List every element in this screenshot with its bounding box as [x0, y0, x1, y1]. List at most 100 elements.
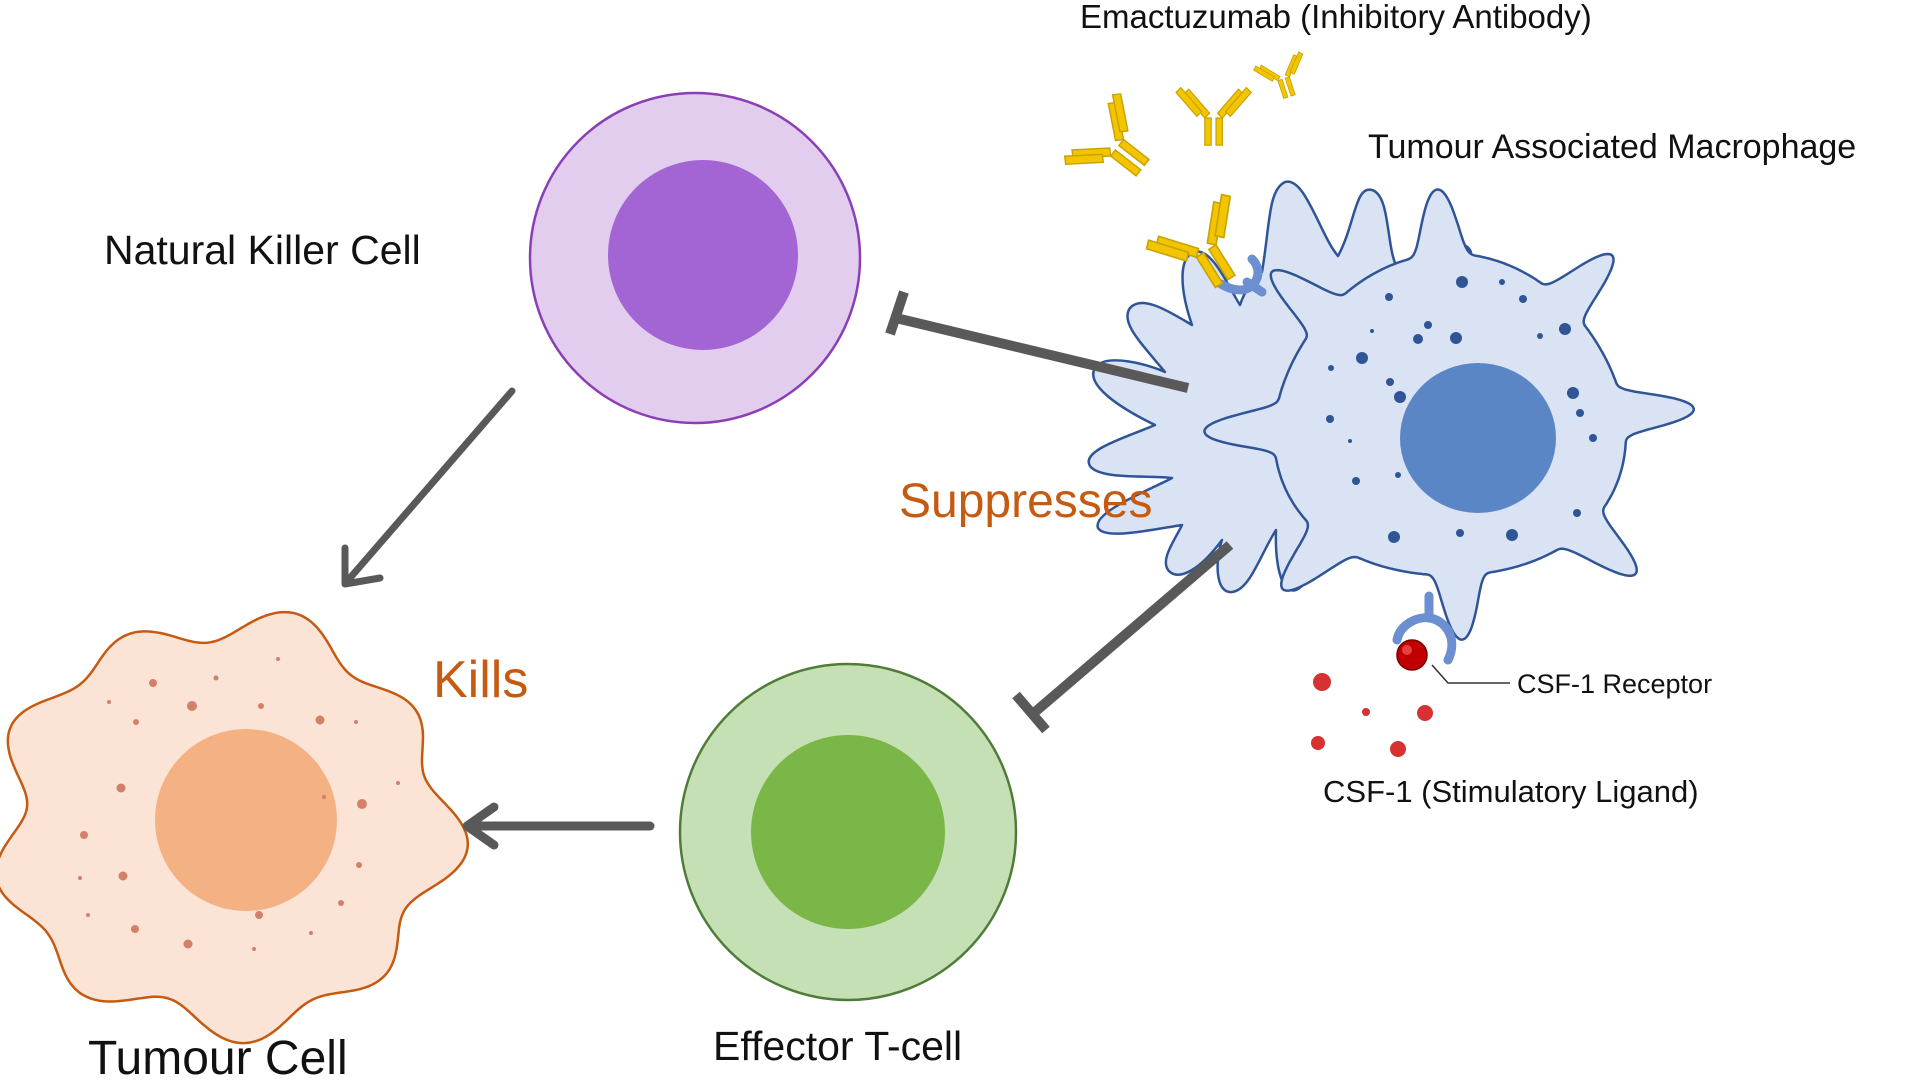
natural-killer-cell-label: Natural Killer Cell	[104, 227, 421, 273]
inhibition-arrow-to-tcell	[1012, 541, 1234, 734]
receptor-bottom-cup	[1392, 613, 1457, 665]
antibody-chain	[1253, 65, 1275, 82]
inhibit-bar-nk	[885, 290, 909, 336]
macrophage-granule	[1519, 295, 1527, 303]
tumour-granule	[276, 657, 280, 661]
csf1-receptor-bottom	[1392, 591, 1457, 665]
antibody-chain	[1109, 149, 1142, 177]
antibody-icon	[1145, 193, 1237, 289]
antibody-chain	[1206, 200, 1224, 246]
antibody-chain	[1071, 147, 1112, 159]
macrophage-granule	[1456, 529, 1464, 537]
tumour-granule	[213, 675, 219, 681]
tumour-granule	[258, 703, 264, 709]
tumour-granule	[131, 925, 139, 933]
tumour-cell-nucleus	[155, 729, 337, 911]
macrophage-granule	[1424, 321, 1432, 329]
macrophage-granule	[1356, 352, 1368, 364]
tumour-granule	[86, 913, 90, 917]
macrophage-granule	[1499, 279, 1505, 285]
macrophage-granule	[1386, 378, 1394, 386]
tumour-granule	[183, 939, 193, 949]
antibody-chain	[1063, 153, 1105, 165]
ligand-label: CSF-1 (Stimulatory Ligand)	[1323, 774, 1699, 809]
antibody-icon	[1063, 93, 1150, 177]
tumour-granule	[356, 862, 362, 868]
macrophage-granule	[1348, 439, 1352, 443]
tumour-granule	[149, 679, 157, 687]
inhibit-line-tcell	[1031, 541, 1234, 716]
inhibit-line-nk	[894, 313, 1190, 393]
tumour-granule	[118, 871, 128, 881]
ligand	[1362, 708, 1370, 716]
natural-killer-cell	[528, 91, 862, 425]
inhibit-bar-tcell	[1012, 691, 1050, 734]
antibody-chain	[1207, 243, 1237, 281]
macrophage-nucleus-main	[1400, 363, 1556, 513]
macrophage-granule	[1352, 477, 1360, 485]
ligand	[1390, 741, 1406, 757]
antibody-chain	[1175, 86, 1203, 118]
ligand-bound-highlight	[1402, 645, 1412, 655]
kill-arrow-from-tcell	[462, 802, 655, 850]
macrophage-shape	[1203, 188, 1695, 641]
receptor-callout-line	[1431, 664, 1510, 684]
macrophage-granule	[1413, 334, 1423, 344]
tumour-granule	[116, 783, 126, 793]
tumour-granule	[80, 831, 88, 839]
macrophage-granule	[1395, 472, 1401, 478]
antibody-icon	[1175, 86, 1253, 146]
tumour-granule	[187, 701, 197, 711]
macrophage-granule	[1385, 293, 1393, 301]
antibody-chain	[1214, 193, 1232, 239]
emactuzumab-antibodies	[1063, 51, 1304, 289]
macrophage-granule	[1537, 333, 1543, 339]
antibody-chain	[1284, 76, 1296, 97]
antibody-chain	[1289, 51, 1304, 75]
macrophage-granule	[1589, 434, 1597, 442]
antibody-chain	[1195, 251, 1224, 289]
macrophage-label: Tumour Associated Macrophage	[1368, 128, 1856, 166]
macrophage-granule	[1456, 276, 1468, 288]
antibody-chain	[1111, 93, 1129, 133]
ligand	[1311, 736, 1325, 750]
tumour-granule	[354, 720, 358, 724]
kill-arrowhead-nk	[341, 544, 384, 588]
antibody-icon	[1253, 51, 1304, 99]
tumour-granule	[78, 876, 82, 880]
antibody-label: Emactuzumab (Inhibitory Antibody)	[1080, 0, 1592, 35]
antibody-chain	[1277, 78, 1289, 99]
tumour-granule	[322, 795, 326, 799]
inhibition-arrow-to-nk	[885, 290, 1190, 393]
macrophage-granule	[1326, 415, 1334, 423]
macrophage-granule	[1328, 365, 1334, 371]
antibody-chain	[1145, 239, 1190, 263]
tumour-granule	[338, 900, 344, 906]
effector-t-cell-label: Effector T-cell	[713, 1023, 962, 1069]
tumour-granule	[255, 911, 263, 919]
antibody-chain	[1224, 86, 1253, 118]
tumour-cell-label: Tumour Cell	[88, 1032, 348, 1082]
nk-cell-nucleus	[608, 160, 798, 350]
t-cell-nucleus	[751, 735, 945, 929]
tumour-granule	[309, 931, 313, 935]
macrophage-granule	[1559, 323, 1571, 335]
tumour-cell-granules	[78, 657, 400, 951]
tumour-granule	[134, 720, 138, 724]
macrophage-granule	[1450, 332, 1462, 344]
tumour-granule	[396, 781, 400, 785]
macrophage-granule	[1388, 531, 1400, 543]
macrophage-granule	[1370, 329, 1374, 333]
ligand-bound	[1396, 639, 1428, 671]
suppresses-label: Suppresses	[899, 475, 1152, 528]
receptor-top-cup	[1216, 254, 1263, 295]
antibody-chain	[1117, 138, 1150, 167]
tumour-granule	[357, 799, 367, 809]
tumour-granule	[252, 947, 256, 951]
tumour-cell	[0, 610, 470, 1045]
macrophage-granules-main	[1326, 276, 1597, 543]
csf1-ligands	[1311, 639, 1433, 757]
effector-t-cell	[678, 662, 1018, 1002]
macrophage-granule	[1567, 387, 1579, 399]
kill-arrow-from-nk	[341, 387, 516, 588]
